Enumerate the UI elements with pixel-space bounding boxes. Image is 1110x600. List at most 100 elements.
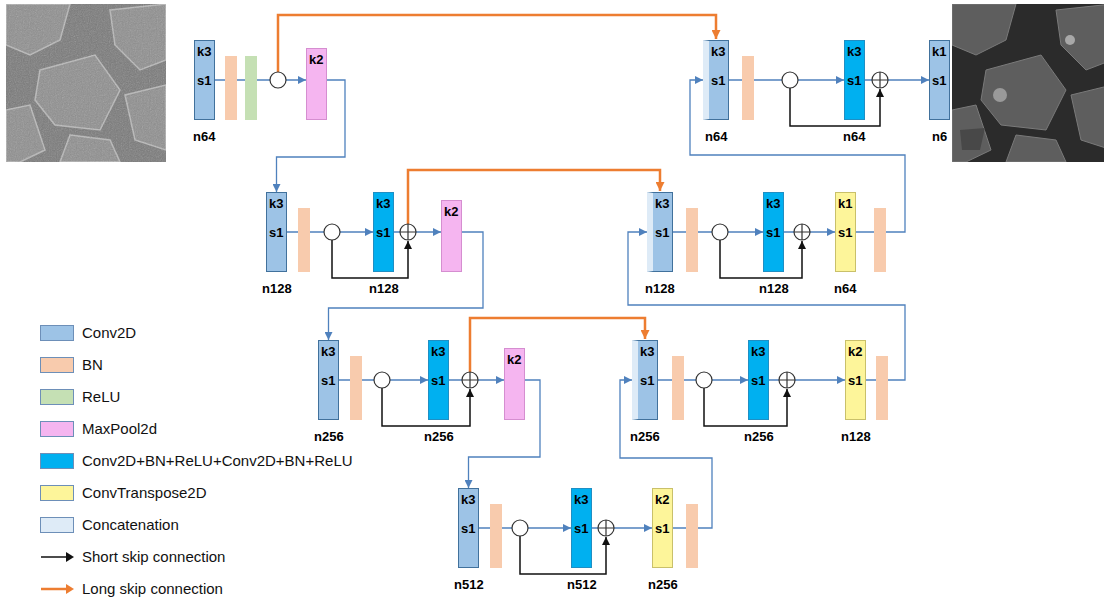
kernel-label: k1 (838, 196, 852, 211)
residual-conv-block: k3s1n128 (763, 192, 784, 272)
channel-label: n6 (932, 129, 947, 144)
layer-box: k3 s1 (763, 192, 784, 272)
legend-text: Conv2D (82, 324, 136, 342)
kernel-label: k3 (766, 196, 780, 211)
concat-conv-layer: k3s1n256 (632, 340, 658, 420)
stride-label: s1 (766, 225, 780, 240)
concat-conv-layer: k3s1n64 (703, 40, 729, 120)
add-symbol (400, 72, 888, 536)
layer-box: k3 s1 (194, 40, 215, 120)
legend-text: Long skip connection (82, 580, 223, 598)
legend-swatch (40, 421, 74, 437)
stride-label: s1 (461, 521, 475, 536)
legend-row: Concatenation (40, 515, 179, 535)
conv2d-layer: k3s1n512 (458, 488, 479, 568)
legend-row: Conv2D+BN+ReLU+Conv2D+BN+ReLU (40, 451, 353, 471)
layer-box: k3s1 (647, 192, 673, 272)
layer-box: k3s1 (748, 340, 769, 420)
layer-box: k2 (504, 348, 525, 420)
legend-swatch (40, 517, 74, 533)
legend-row: MaxPool2d (40, 419, 157, 439)
maxpool-layer: k2 (441, 200, 462, 272)
kernel-label: k2 (507, 352, 521, 367)
conv-transpose-layer: k1s1n64 (835, 192, 856, 272)
channel-label: n64 (705, 129, 727, 144)
channel-label: n256 (424, 429, 454, 444)
stride-label: s1 (269, 225, 283, 240)
stride-label: s1 (711, 73, 725, 88)
stride-label: s1 (848, 373, 862, 388)
legend-row: ReLU (40, 387, 120, 407)
layer-box: k3s1 (844, 40, 865, 120)
stride-label: s1 (197, 73, 211, 88)
relu-layer (245, 56, 257, 120)
input-sem-image (6, 4, 166, 162)
kernel-label: k2 (444, 204, 458, 219)
legend-text: Concatenation (82, 516, 179, 534)
kernel-label: k2 (848, 344, 862, 359)
channel-label: n512 (567, 577, 597, 592)
stride-label: s1 (321, 373, 335, 388)
channel-label: n64 (834, 281, 856, 296)
layer-box: k3s1 (266, 192, 287, 272)
channel-label: n64 (843, 129, 865, 144)
kernel-label: k3 (376, 196, 390, 211)
residual-conv-block: k3s1n128 (373, 192, 394, 272)
channel-label: n128 (262, 281, 292, 296)
channel-label: n64 (193, 129, 215, 144)
conv2d-layer: k3s1n64 (194, 40, 215, 120)
residual-conv-block: k3s1n256 (748, 340, 769, 420)
conv-transpose-layer: k2s1n128 (845, 340, 866, 420)
legend-swatch (40, 325, 74, 341)
kernel-label: k3 (640, 344, 654, 359)
legend-swatch (40, 453, 74, 469)
bn-layer (225, 56, 888, 568)
channel-label: n256 (314, 429, 344, 444)
layer-box: k3 s1 (373, 192, 394, 272)
layer-box: k3s1 (428, 340, 449, 420)
layer-box: k1s1 (929, 40, 950, 120)
layer-box: k2 (441, 200, 462, 272)
channel-label: n256 (744, 429, 774, 444)
stride-label: s1 (847, 73, 861, 88)
maxpool-layer: k2 (504, 348, 525, 420)
layer-box: k1s1 (835, 192, 856, 272)
legend-line-sample (40, 551, 74, 563)
legend-text: BN (82, 356, 103, 374)
legend-line-sample (40, 583, 74, 595)
residual-conv-block: k3s1n256 (428, 340, 449, 420)
stride-label: s1 (932, 73, 946, 88)
legend-row: ConvTranspose2D (40, 483, 207, 503)
kernel-label: k2 (655, 492, 669, 507)
layer-box: k3s1 (632, 340, 658, 420)
legend-swatch (40, 357, 74, 373)
short-skip-connection (332, 88, 880, 574)
channel-label: n128 (841, 429, 871, 444)
stride-label: s1 (574, 521, 588, 536)
conv2d-layer: k3s1n128 (266, 192, 287, 272)
legend-row: Short skip connection (40, 547, 225, 567)
legend-swatch (40, 485, 74, 501)
legend-text: Conv2D+BN+ReLU+Conv2D+BN+ReLU (82, 452, 353, 470)
legend-row: Conv2D (40, 323, 136, 343)
kernel-label: k3 (197, 44, 211, 59)
layer-box: k3s1 (458, 488, 479, 568)
kernel-label: k3 (321, 344, 335, 359)
maxpool-layer: k2 (306, 48, 327, 120)
long-skip-connection (278, 15, 716, 372)
kernel-label: k3 (431, 344, 445, 359)
kernel-label: k2 (309, 52, 323, 67)
stride-label: s1 (655, 521, 669, 536)
legend-text: Short skip connection (82, 548, 225, 566)
legend-text: ReLU (82, 388, 120, 406)
channel-label: n128 (645, 281, 675, 296)
residual-conv-block: k3s1n64 (844, 40, 865, 120)
layer-box: k2 s1 (845, 340, 866, 420)
layer-box: k2 s1 (652, 488, 673, 568)
stride-label: s1 (376, 225, 390, 240)
layer-box: k3s1 (703, 40, 729, 120)
layer-box: k2 (306, 48, 327, 120)
kernel-label: k3 (655, 196, 669, 211)
output-segmented-image (952, 4, 1104, 162)
legend-text: MaxPool2d (82, 420, 157, 438)
